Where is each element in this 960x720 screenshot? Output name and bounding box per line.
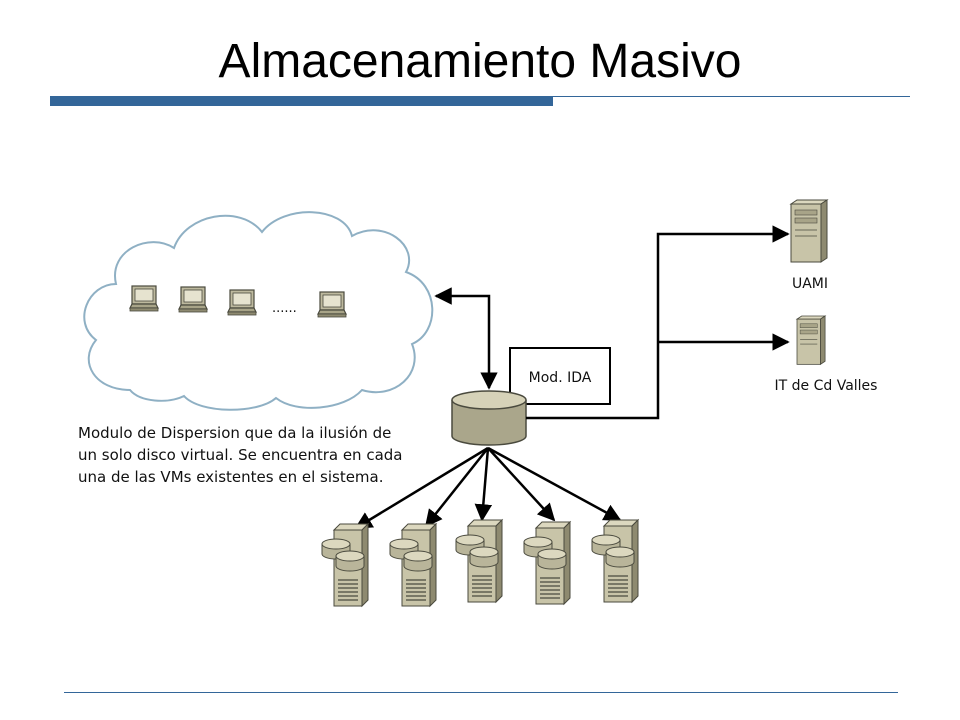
storage-node-icon bbox=[523, 521, 571, 605]
storage-node-icon bbox=[389, 523, 437, 607]
laptop-icon bbox=[129, 285, 159, 312]
cloud-disk-link bbox=[434, 287, 498, 390]
slide-title: Almacenamiento Masivo bbox=[218, 35, 742, 88]
title-accent-bar bbox=[50, 96, 553, 106]
server-icon bbox=[790, 199, 828, 263]
title-rule bbox=[553, 96, 910, 97]
footer-rule bbox=[64, 692, 898, 693]
module-description: Modulo de Dispersion que da la ilusión d… bbox=[78, 424, 407, 486]
server-label-itcdvalles: IT de Cd Valles bbox=[775, 378, 878, 394]
storage-node-icon bbox=[321, 523, 369, 607]
description-line: un solo disco virtual. Se encuentra en c… bbox=[78, 446, 403, 464]
central-disk-icon bbox=[451, 390, 527, 446]
storage-links bbox=[354, 446, 622, 530]
cloud-ellipsis: ...... bbox=[272, 301, 297, 316]
network-cloud bbox=[83, 211, 434, 411]
storage-node-icon bbox=[591, 519, 639, 603]
laptop-icon bbox=[227, 289, 257, 316]
module-label: Mod. IDA bbox=[529, 370, 592, 386]
description-line: Modulo de Dispersion que da la ilusión d… bbox=[78, 424, 391, 442]
server-icon bbox=[796, 315, 826, 365]
module-box bbox=[509, 347, 611, 405]
laptop-icon bbox=[317, 291, 347, 318]
storage-node-icon bbox=[455, 519, 503, 603]
server-label-uami: UAMI bbox=[792, 276, 828, 292]
laptop-icon bbox=[178, 286, 208, 313]
link-uami bbox=[526, 225, 790, 420]
description-line: una de las VMs existentes en el sistema. bbox=[78, 468, 384, 486]
